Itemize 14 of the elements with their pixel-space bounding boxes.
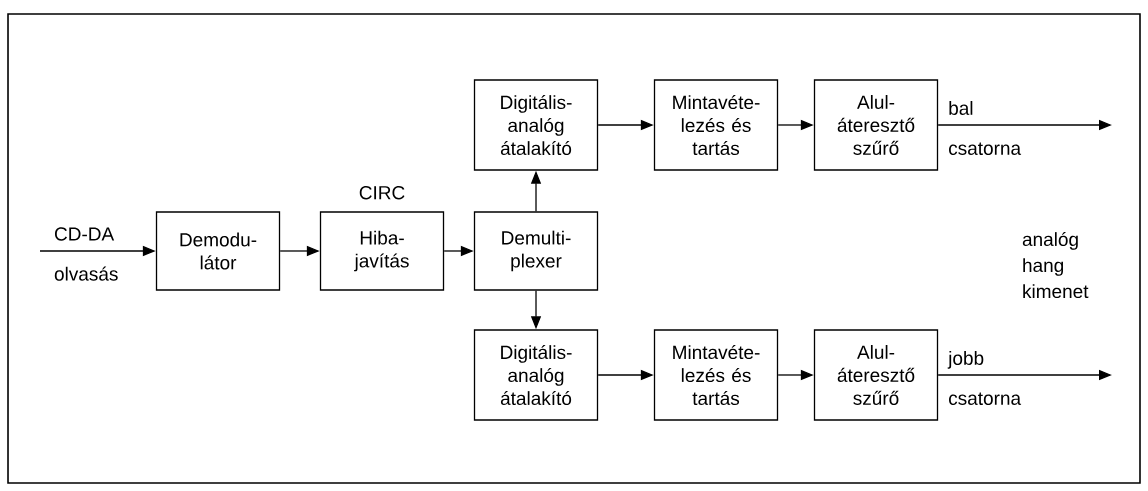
process-box: Mintavéte-lezés és tartás: [653, 79, 779, 171]
edge-label: jobb csatorna: [947, 351, 1022, 405]
edge-label: CD-DA olvasás: [54, 227, 118, 281]
process-box: Hiba-javítás: [319, 211, 445, 291]
process-box: Mintavéte-lezés és tartás: [653, 329, 779, 421]
process-box: Digitális-analóg átalakító: [473, 79, 599, 171]
block-caption: CIRC: [359, 186, 405, 200]
process-box: Demulti-plexer: [473, 211, 599, 291]
edge-label: bal csatorna: [949, 101, 1022, 155]
process-box: Demodu-látor: [155, 211, 281, 291]
process-box: Alul-áteresztő szűrő: [813, 79, 939, 171]
process-box: Digitális-analóg átalakító: [473, 329, 599, 421]
process-box: Alul-áteresztő szűrő: [813, 329, 939, 421]
note-text: analóg hang kimenet: [1022, 231, 1089, 299]
